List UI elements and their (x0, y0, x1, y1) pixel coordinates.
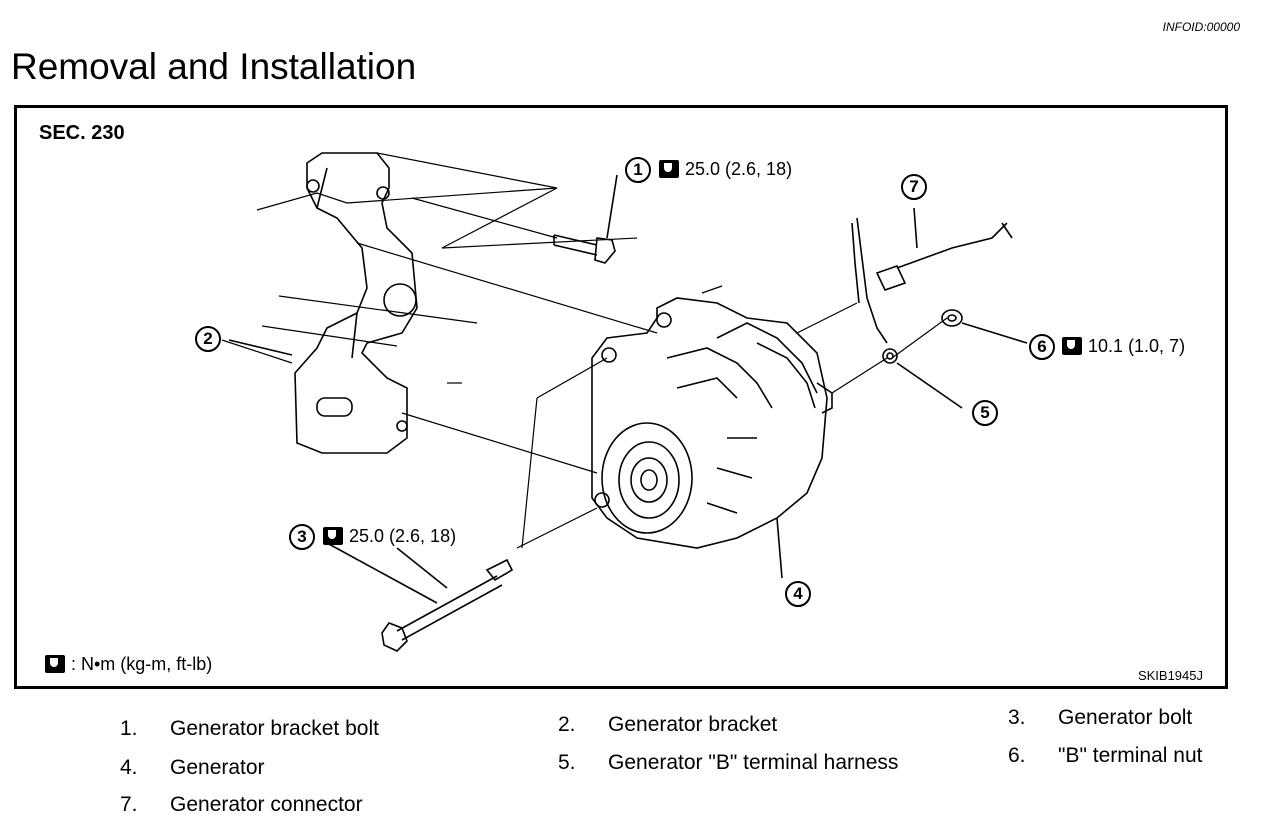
list-item: 3.Generator bolt (1008, 706, 1193, 729)
torque-value-6: 10.1 (1.0, 7) (1088, 336, 1186, 356)
figure-id: SKIB1945J (1137, 668, 1203, 683)
callout-7: 7 (901, 174, 927, 200)
page-title: Removal and Installation (11, 46, 417, 87)
callout-6: 6 (1029, 334, 1055, 360)
generator-diagram (221, 152, 1028, 652)
parts-list: 1.Generator bracket bolt 2.Generator bra… (0, 700, 1264, 828)
exploded-view-figure: SEC. 230 1 25.0 (2.6, 18) 2 3 25.0 (2.6,… (14, 105, 1228, 689)
torque-wrench-icon (323, 527, 343, 545)
torque-spec-6: 10.1 (1.0, 7) (1062, 336, 1185, 357)
torque-unit-text: : N•m (kg-m, ft-lb) (71, 654, 213, 674)
list-item: 1.Generator bracket bolt (120, 717, 379, 740)
bracket-bolt-drawing (553, 174, 618, 264)
info-id: INFOID:00000 (1162, 20, 1240, 34)
list-item: 5.Generator "B" terminal harness (558, 751, 899, 774)
list-item: 6."B" terminal nut (1008, 744, 1203, 767)
terminal-harness-drawing (851, 217, 963, 409)
torque-wrench-icon (1062, 337, 1082, 355)
torque-wrench-icon (45, 655, 65, 673)
torque-value-1: 25.0 (2.6, 18) (685, 159, 793, 179)
generator-connector-drawing (875, 207, 1013, 291)
torque-spec-1: 25.0 (2.6, 18) (659, 159, 792, 180)
callout-3: 3 (289, 524, 315, 550)
torque-spec-3: 25.0 (2.6, 18) (323, 526, 456, 547)
callout-4: 4 (785, 581, 811, 607)
generator-bolt-drawing (326, 542, 514, 652)
list-item: 2.Generator bracket (558, 713, 778, 736)
generator-bracket-drawing (294, 152, 418, 454)
torque-value-3: 25.0 (2.6, 18) (349, 526, 457, 546)
list-item: 7.Generator connector (120, 793, 363, 816)
callout-5: 5 (972, 400, 998, 426)
list-item: 4.Generator (120, 756, 265, 779)
generator-drawing (591, 297, 833, 549)
section-label: SEC. 230 (39, 122, 125, 144)
torque-wrench-icon (659, 160, 679, 178)
callout-2: 2 (195, 326, 221, 352)
terminal-nut-drawing (941, 309, 1028, 344)
callout-1: 1 (625, 157, 651, 183)
torque-unit-legend: : N•m (kg-m, ft-lb) (45, 654, 212, 675)
